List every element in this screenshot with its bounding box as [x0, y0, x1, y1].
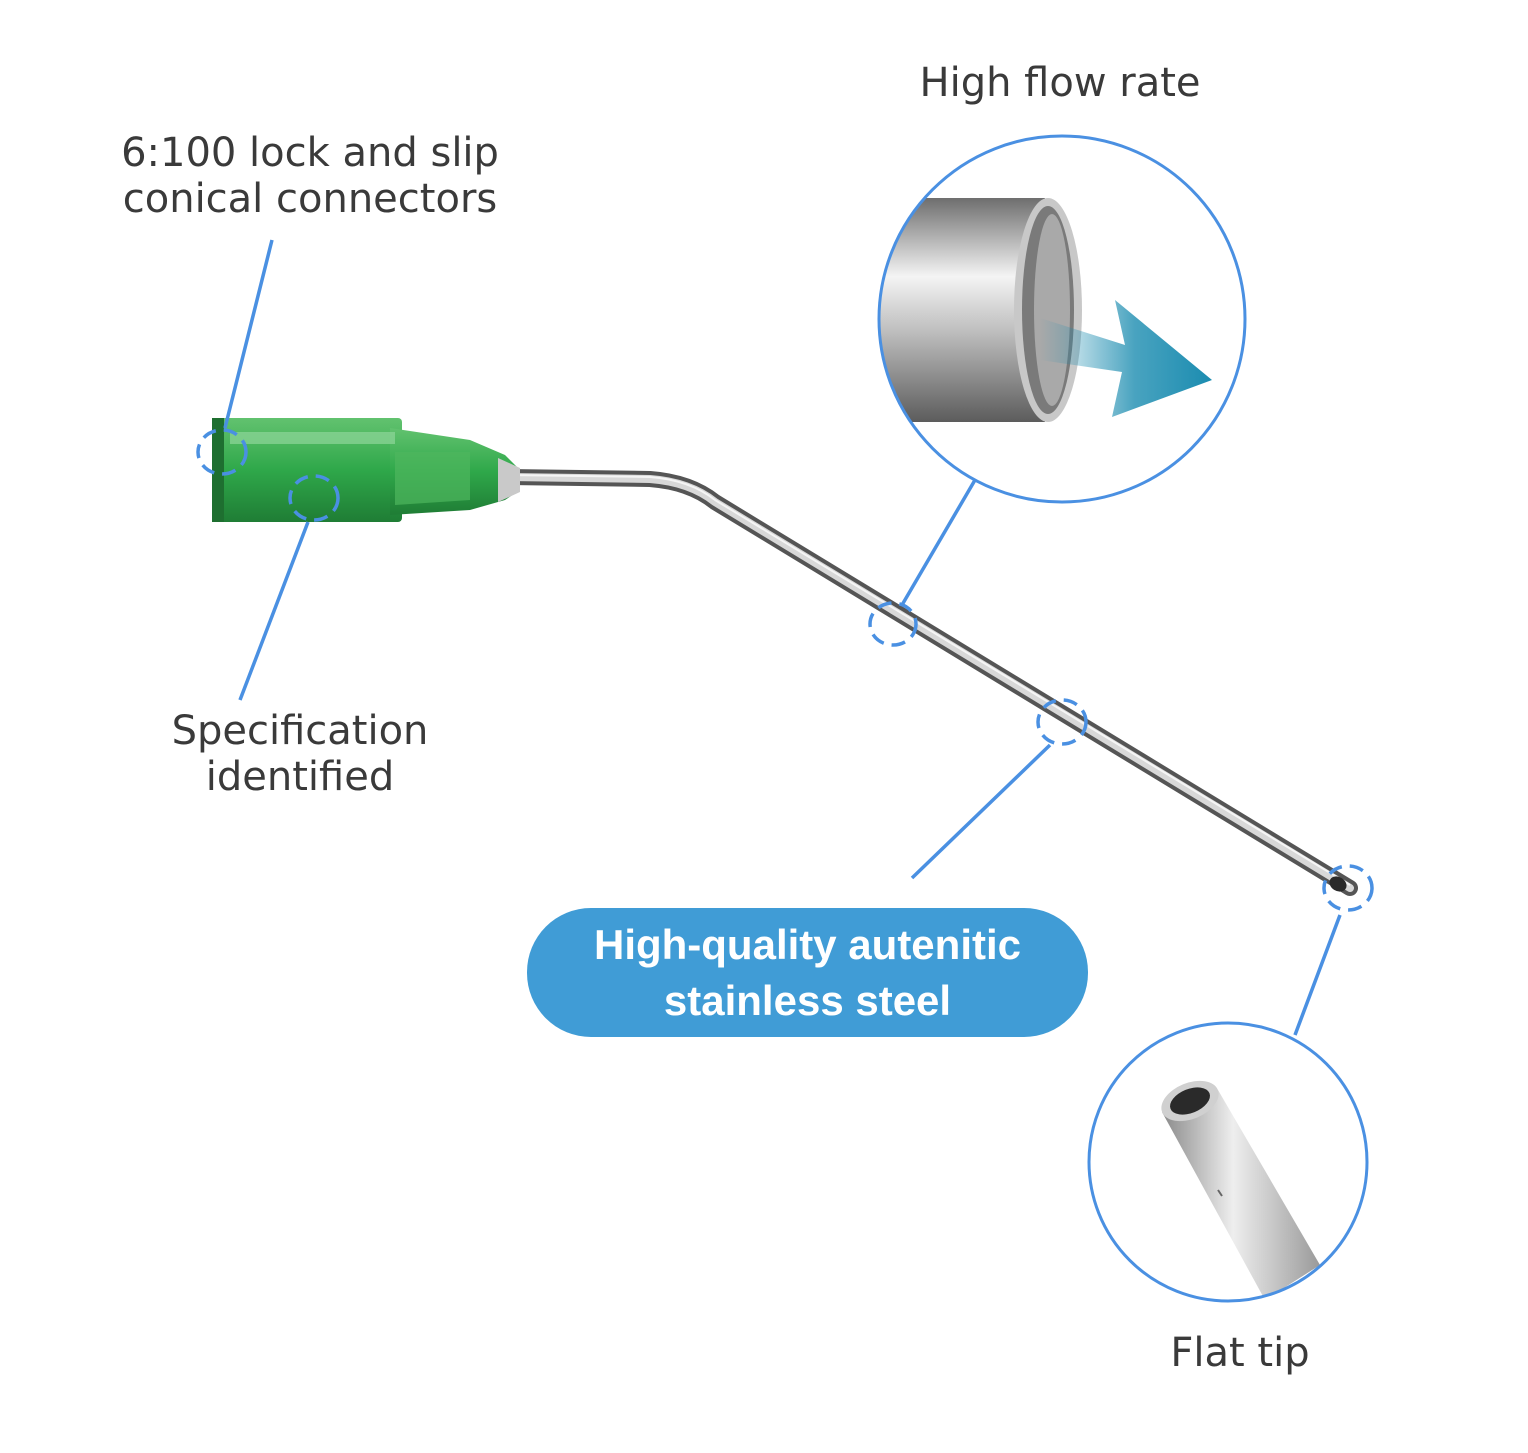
needle-shaft [497, 469, 1358, 896]
marker-circles [196, 428, 1374, 912]
label-flow-rate: High flow rate [919, 60, 1201, 106]
marker-spec [288, 474, 340, 522]
callout-lines [223, 239, 1342, 1036]
callout-line-spec [238, 521, 310, 701]
marker-connector [196, 428, 248, 476]
luer-hub [212, 418, 520, 522]
steel-badge-text: High-quality autenitic stainless steel [593, 920, 1021, 1024]
callout-line-connectors [223, 239, 274, 429]
label-connectors: 6:100 lock and slip conical connectors [121, 130, 499, 222]
callout-line-flow [900, 479, 977, 606]
callout-line-steel [910, 743, 1052, 880]
label-specification: Specification identified [171, 708, 429, 800]
arrow-right-icon [1040, 300, 1212, 417]
marker-steel [1036, 698, 1088, 746]
label-flat-tip: Flat tip [1170, 1330, 1310, 1376]
steel-badge: High-quality autenitic stainless steel [527, 908, 1088, 1037]
callout-line-tip [1293, 914, 1342, 1036]
flow-zoom [877, 134, 1247, 504]
marker-flow [868, 601, 918, 647]
marker-tip [1322, 864, 1374, 912]
tip-zoom [1087, 1021, 1369, 1303]
